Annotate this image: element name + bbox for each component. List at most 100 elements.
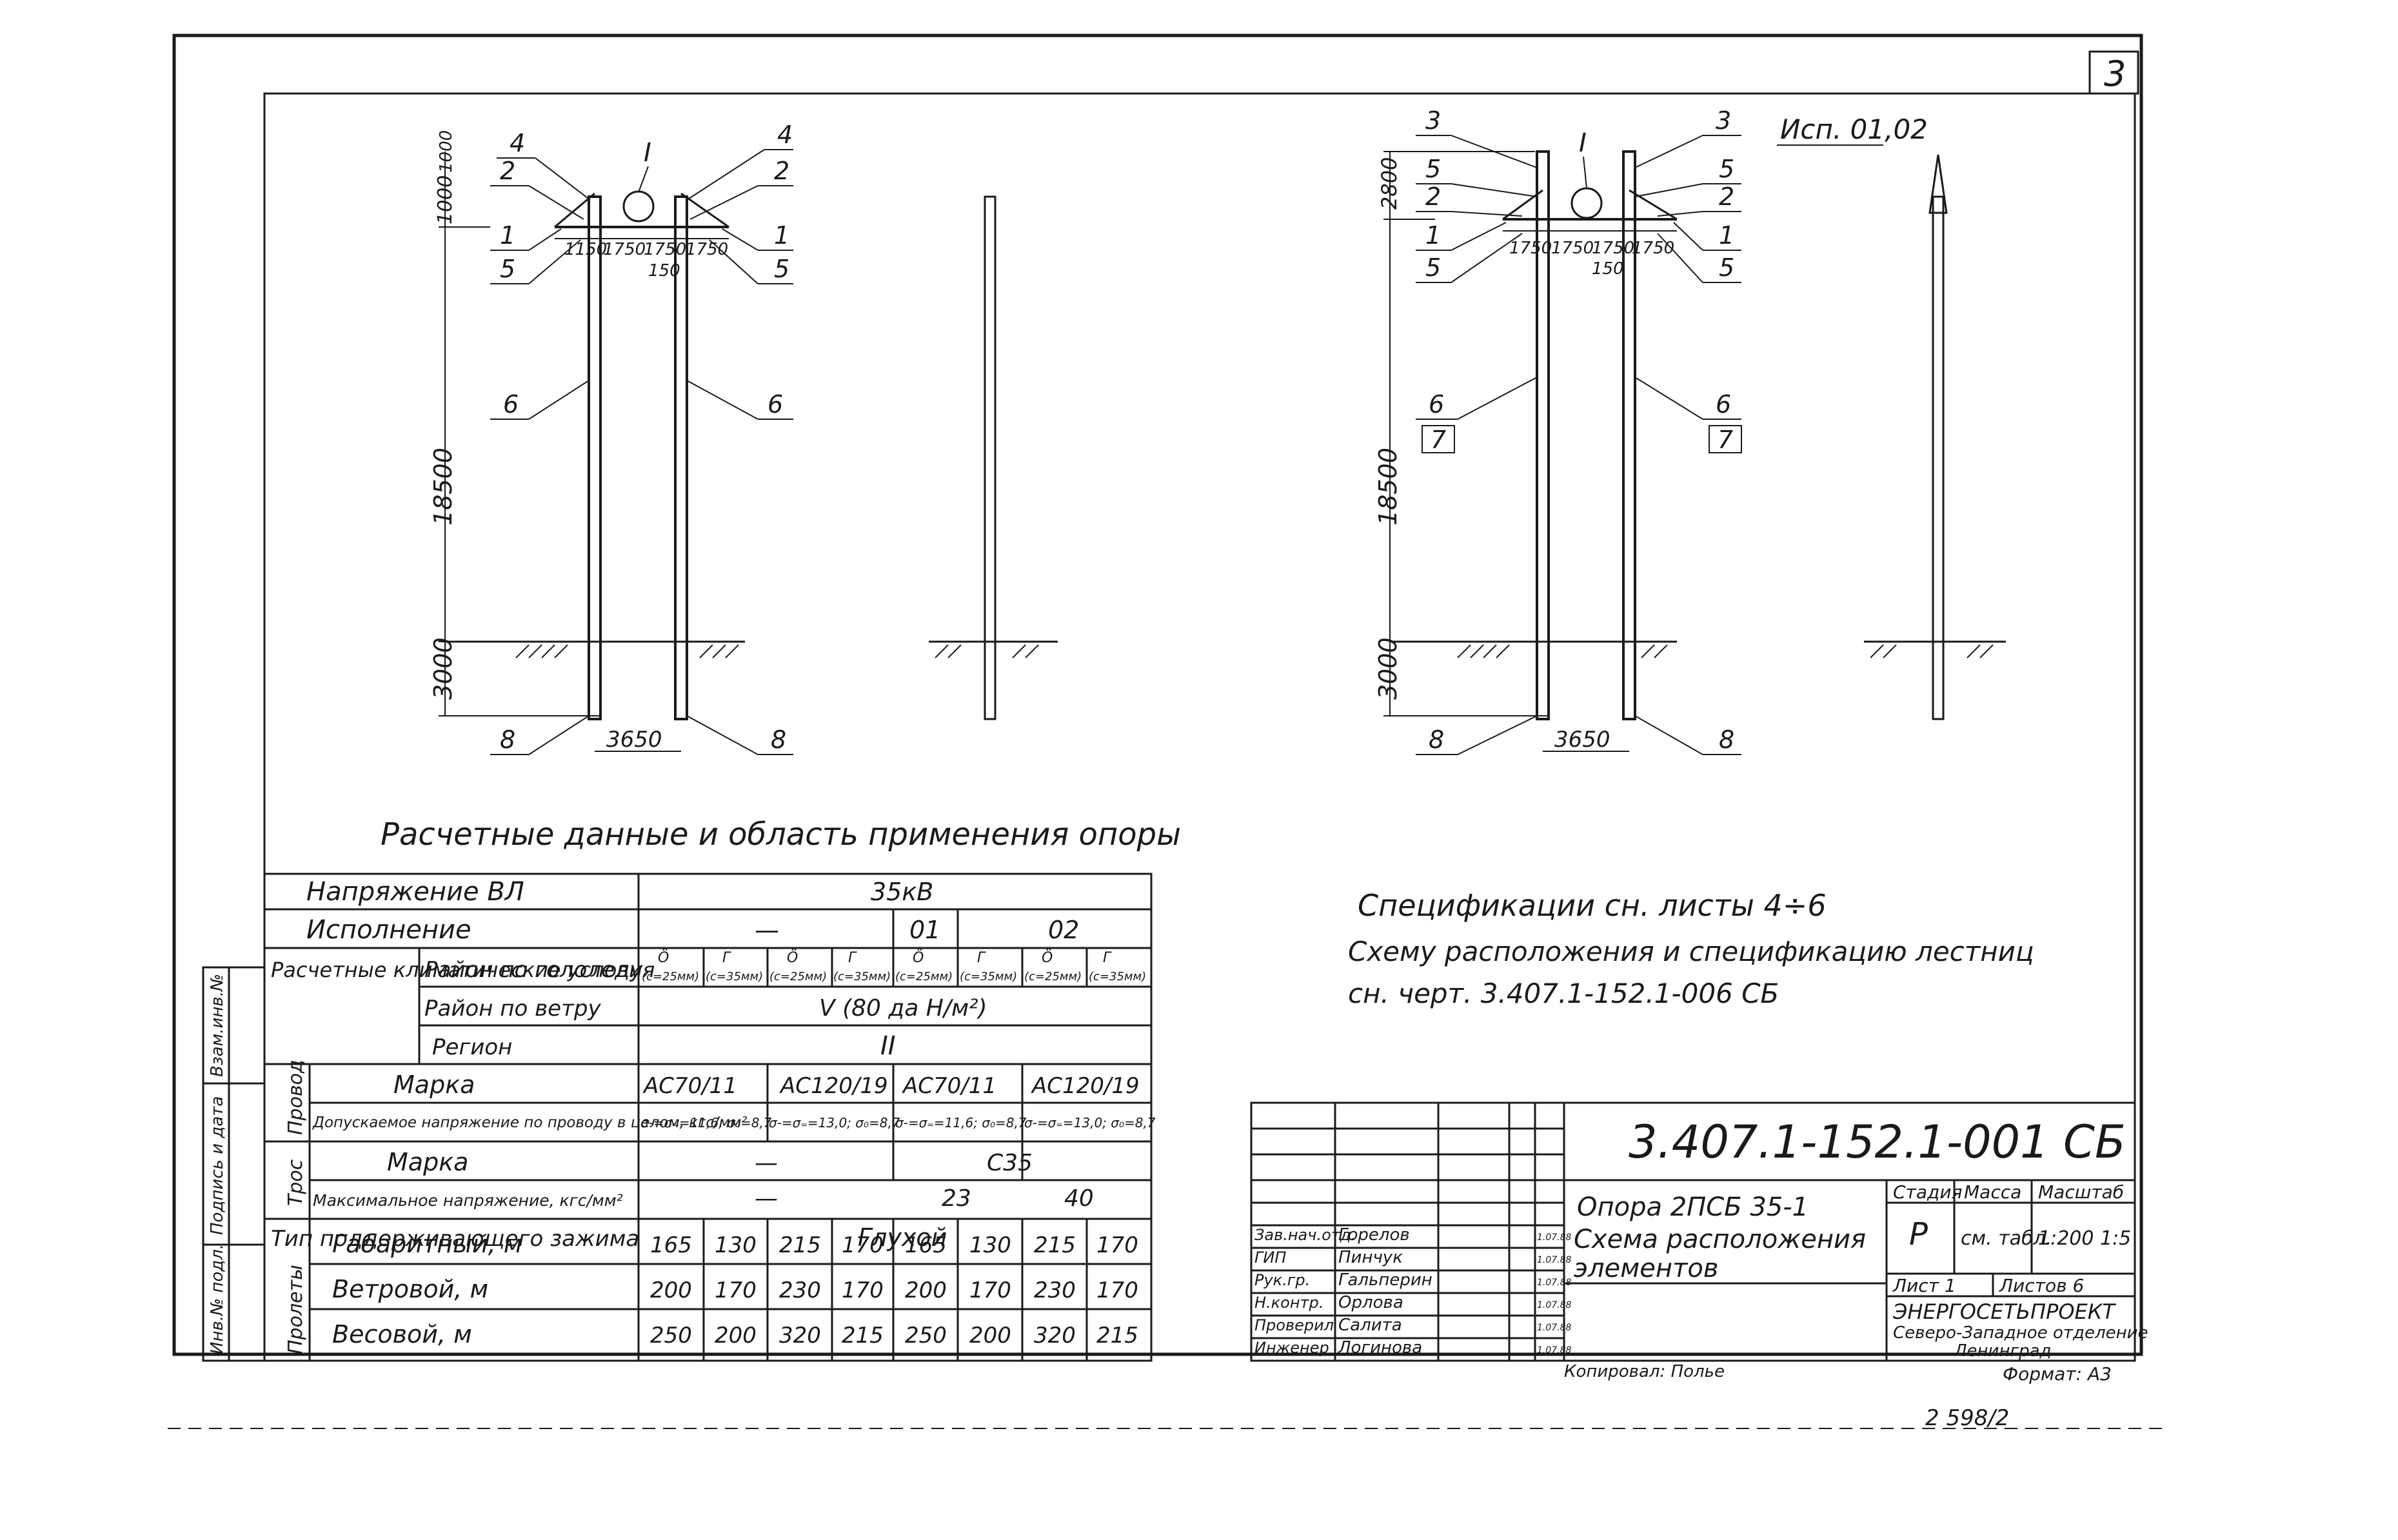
stamp-replace: Взам.инв.№: [208, 974, 227, 1077]
svg-text:5: 5: [1719, 253, 1734, 282]
svg-text:6: 6: [768, 390, 783, 419]
svg-text:С35: С35: [987, 1150, 1033, 1176]
wind-label: Район по ветру: [424, 996, 601, 1022]
span-cell: 170: [842, 1232, 884, 1258]
svg-text:(c=35мм): (c=35мм): [706, 970, 763, 983]
span-cell: 200: [650, 1278, 692, 1303]
svg-text:АС70/11: АС70/11: [642, 1073, 737, 1099]
svg-text:(c=35мм): (c=35мм): [833, 970, 891, 983]
span-cell: 250: [905, 1323, 947, 1348]
note-line-2: Схему расположения и спецификацию лестни…: [1348, 936, 2034, 967]
node-circle: [622, 190, 655, 222]
person-date: 1.07.88: [1537, 1300, 1572, 1310]
ice-label: Район по гололеду: [424, 957, 643, 983]
span-cell: 215: [779, 1232, 821, 1258]
table-title: Расчетные данные и область применения оп…: [381, 816, 1181, 853]
span-cell: 215: [842, 1323, 884, 1348]
svg-text:2: 2: [774, 157, 789, 185]
person-name: Пинчук: [1338, 1248, 1403, 1267]
svg-text:8: 8: [500, 726, 515, 754]
node-label-right: I: [1579, 128, 1587, 158]
sheet-number: 3: [2104, 54, 2126, 94]
wire-stress-label: Допускаемое напряжение по проводу в цело…: [312, 1114, 748, 1131]
person-role: Инженер: [1254, 1339, 1329, 1357]
svg-text:1750: 1750: [1592, 239, 1634, 258]
person-date: 1.07.88: [1537, 1278, 1572, 1288]
svg-text:—: —: [755, 1185, 778, 1212]
span-group: Пролеты: [284, 1265, 307, 1354]
person-name: Орлова: [1338, 1293, 1403, 1312]
svg-text:4: 4: [777, 121, 793, 149]
svg-text:(c=25мм): (c=25мм): [895, 970, 953, 983]
region-label: Регион: [432, 1034, 512, 1060]
voltage-value: 35кВ: [871, 878, 933, 906]
svg-text:Г: Г: [1103, 950, 1112, 966]
span-row-label: Весовой, м: [332, 1320, 472, 1348]
node-label: I: [644, 138, 651, 168]
title-block: [1250, 1101, 2136, 1362]
person-date: 1.07.88: [1537, 1255, 1572, 1265]
span-cell: 320: [779, 1323, 821, 1348]
copied-by: Копировал: Полье: [1564, 1362, 1725, 1381]
span-cell: 170: [842, 1278, 884, 1303]
pole-right-b: [1622, 150, 1636, 720]
svg-text:1750: 1750: [686, 240, 728, 259]
svg-text:1750: 1750: [1632, 239, 1674, 258]
svg-text:Г: Г: [848, 950, 857, 966]
side-stamps: [202, 966, 266, 1362]
node-circle-right: [1571, 187, 1603, 219]
span-row-label: Ветровой, м: [332, 1275, 488, 1303]
scale-value: 1:200 1:5: [2038, 1227, 2131, 1250]
dim-base-right: 3650: [1554, 727, 1610, 753]
dim-top-left-b: 1000: [437, 130, 456, 173]
person-role: ГИП: [1254, 1249, 1286, 1267]
svg-text:σ-=σ₌=11,6; σ₀=8,7: σ-=σ₌=11,6; σ₀=8,7: [895, 1115, 1027, 1130]
pole-right-a: [1536, 150, 1550, 720]
svg-text:Г: Г: [722, 950, 731, 966]
dim-height-below-right: 3000: [1374, 637, 1402, 700]
svg-text:2: 2: [500, 157, 515, 185]
note-line-1: Спецификации сн. листы 4÷6: [1358, 888, 1827, 923]
svg-text:1: 1: [1425, 221, 1441, 250]
mass-value: см. табл.: [1961, 1227, 2052, 1250]
clamp-value: Глухой: [858, 1223, 947, 1252]
dim-top-left: 1000: [434, 175, 457, 224]
stage-value: Р: [1909, 1216, 1928, 1252]
svg-text:5: 5: [1425, 155, 1441, 183]
sheet-number-box: [2088, 50, 2139, 95]
person-name: Логинова: [1338, 1338, 1422, 1357]
svg-text:1: 1: [774, 221, 789, 250]
svg-text:(c=35мм): (c=35мм): [1089, 970, 1146, 983]
org-3: Ленинград: [1954, 1341, 2052, 1361]
svg-text:6: 6: [1716, 390, 1731, 419]
dim-height-above: 18500: [429, 448, 457, 526]
svg-text:2: 2: [1425, 183, 1441, 211]
dim-base: 3650: [606, 727, 662, 753]
svg-text:Ö: Ö: [1042, 949, 1053, 966]
archive-no: 2 598/2: [1925, 1405, 2009, 1431]
climate-label: Расчетные климатические условия: [271, 958, 655, 982]
notes: Спецификации сн. листы 4÷6 Схему располо…: [1348, 888, 2034, 1009]
right-drawing: Исп. 01,02 I 18500 3000 2800 1750 1750 1…: [1374, 106, 2006, 755]
execution-label: Исполнение: [306, 915, 471, 945]
svg-text:8: 8: [1429, 726, 1444, 754]
callouts-right: 4 2 1 5 6 8: [686, 121, 793, 755]
sheets-label: Листов 6: [1999, 1275, 2084, 1296]
svg-text:σ-=σ₌=13,0; σ₀=8,7: σ-=σ₌=13,0; σ₀=8,7: [769, 1115, 900, 1130]
span-cell: 200: [905, 1278, 947, 1303]
sheet-label: Лист 1: [1892, 1275, 1956, 1296]
svg-text:—: —: [755, 1150, 778, 1176]
svg-text:(c=35мм): (c=35мм): [960, 970, 1017, 983]
svg-text:6: 6: [1429, 390, 1444, 419]
rope-group: Трос: [284, 1159, 307, 1206]
svg-text:150: 150: [1592, 259, 1624, 279]
person-role: Проверил: [1254, 1316, 1334, 1334]
span-cell: 165: [650, 1232, 692, 1258]
svg-text:σ-=σ₌=11,6; σ₀=8,7: σ-=σ₌=11,6; σ₀=8,7: [640, 1115, 772, 1130]
person-name: Горелов: [1338, 1225, 1410, 1245]
pole-left-a: [588, 195, 602, 720]
dim-height-above-right: 18500: [1374, 448, 1402, 526]
callouts-right-right-drawing: 3 5 2 1 5 6 7 8: [1634, 106, 1742, 755]
wind-value: V (80 да Н/м²): [819, 995, 987, 1022]
